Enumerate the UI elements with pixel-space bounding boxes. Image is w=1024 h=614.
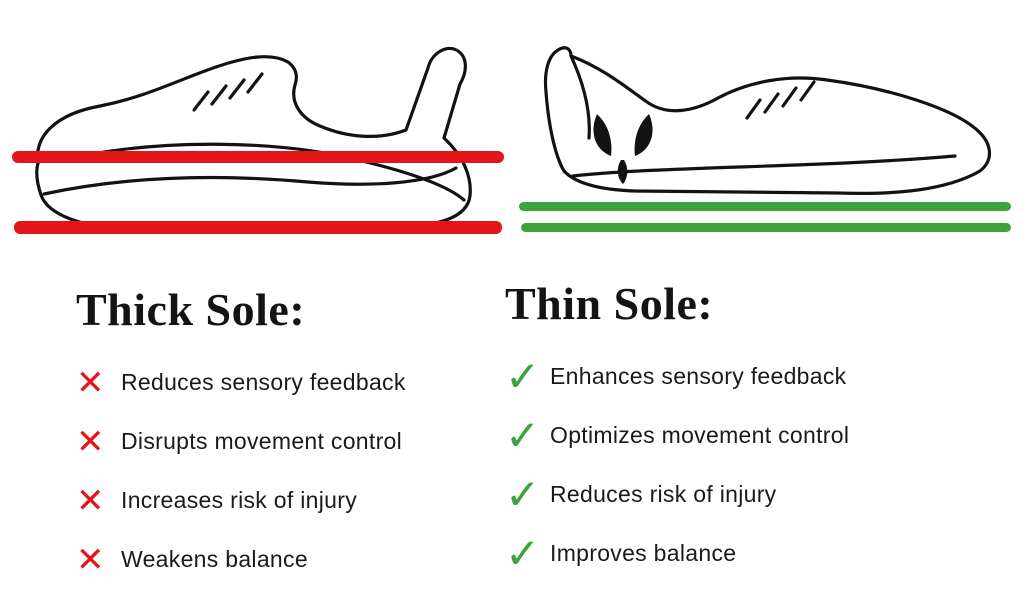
cross-icon: ✕ <box>76 422 105 461</box>
list-item-label: Increases risk of injury <box>121 487 357 514</box>
thin-sole-shoe-illustration <box>543 46 991 196</box>
list-item: ✕ Increases risk of injury <box>76 481 496 521</box>
thick-sole-heading: Thick Sole: <box>76 284 306 335</box>
thick-sole-shoe-illustration <box>35 46 472 230</box>
brand-logo-icon <box>593 114 653 184</box>
cross-icon: ✕ <box>76 540 105 579</box>
thick-sole-red-line-bottom <box>14 221 502 234</box>
list-item: ✕ Reduces sensory feedback <box>76 363 496 403</box>
cross-icon: ✕ <box>76 363 105 402</box>
list-item: ✓ Reduces risk of injury <box>505 470 965 518</box>
thin-sole-heading: Thin Sole: <box>505 278 714 329</box>
list-item: ✓ Optimizes movement control <box>505 411 965 459</box>
list-item-label: Improves balance <box>550 540 737 567</box>
list-item: ✕ Weakens balance <box>76 540 496 580</box>
list-item-label: Weakens balance <box>121 546 308 573</box>
laces-icon <box>192 72 264 112</box>
list-item: ✓ Enhances sensory feedback <box>505 352 965 400</box>
list-item: ✓ Improves balance <box>505 529 965 577</box>
cross-icon: ✕ <box>76 481 105 520</box>
list-item-label: Disrupts movement control <box>121 428 403 455</box>
list-item-label: Reduces risk of injury <box>550 481 777 508</box>
list-item: ✕ Disrupts movement control <box>76 422 496 462</box>
check-icon: ✓ <box>505 411 541 459</box>
check-icon: ✓ <box>505 529 541 577</box>
thin-sole-green-line-bottom <box>521 223 1011 232</box>
laces-icon <box>745 80 816 120</box>
list-item-label: Enhances sensory feedback <box>550 363 847 390</box>
list-item-label: Optimizes movement control <box>550 422 850 449</box>
thick-sole-column: Thick Sole: ✕ Reduces sensory feedback ✕… <box>76 284 496 599</box>
thick-sole-red-line-top <box>12 151 504 163</box>
list-item-label: Reduces sensory feedback <box>121 369 406 396</box>
check-icon: ✓ <box>505 470 541 518</box>
thin-sole-green-line-top <box>519 202 1011 211</box>
check-icon: ✓ <box>505 352 541 400</box>
thin-sole-column: Thin Sole: ✓ Enhances sensory feedback ✓… <box>505 278 965 593</box>
